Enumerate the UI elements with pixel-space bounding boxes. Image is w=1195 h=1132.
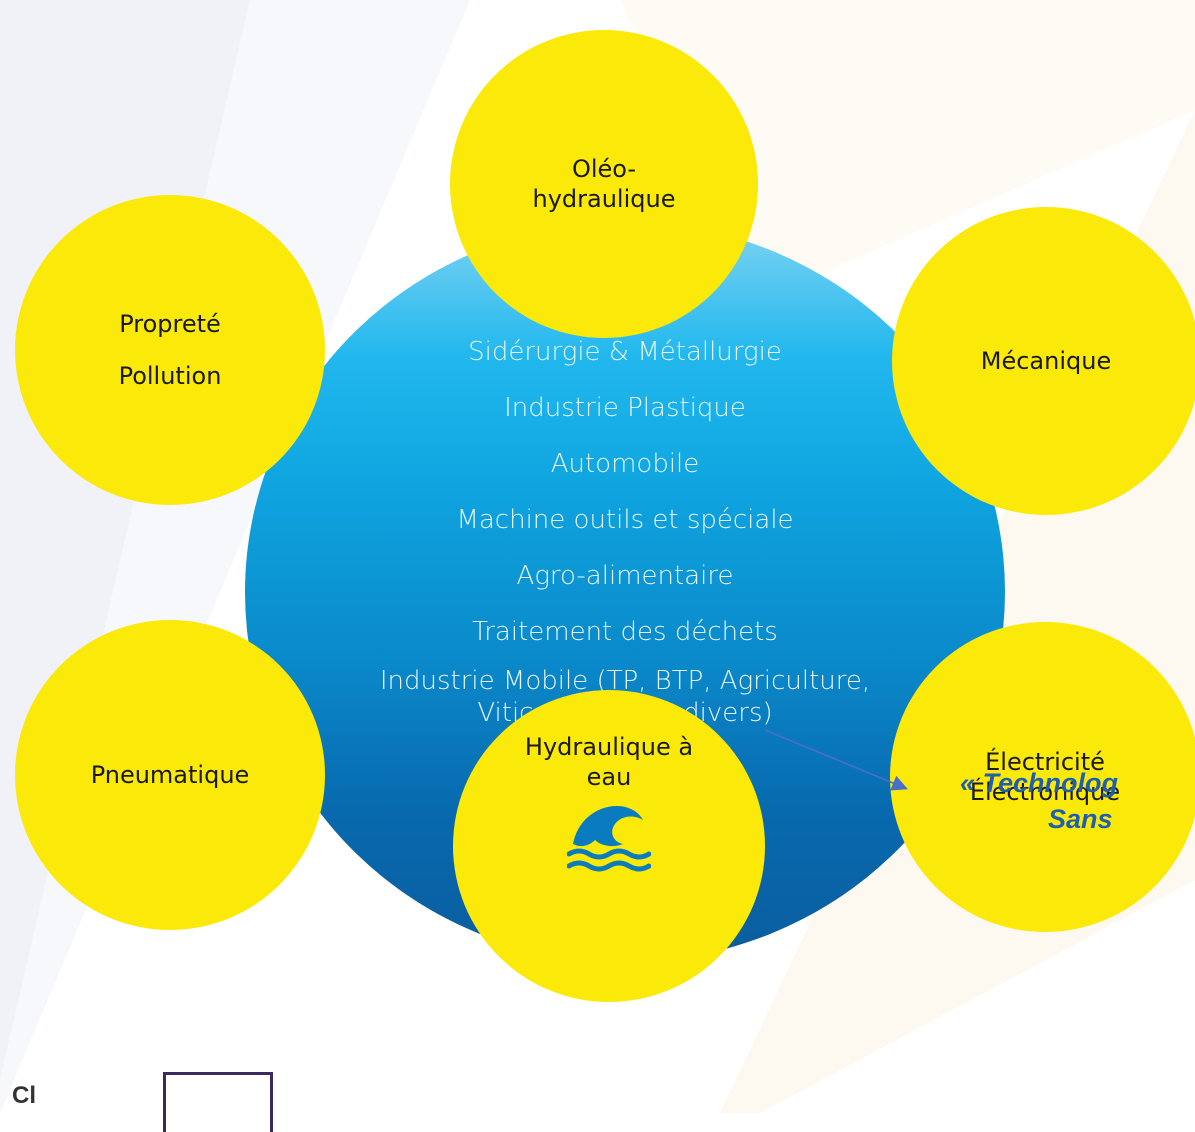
quote-text: « Technolog Sans: [960, 765, 1118, 837]
bubble-label: hydraulique: [532, 185, 676, 213]
bubble-label: Mécanique: [980, 347, 1112, 375]
bubble-proprete-pollution: Propreté Pollution: [15, 195, 325, 505]
bubble-label: Oléo-: [571, 155, 637, 183]
bubble-label: Électronique: [969, 778, 1121, 806]
industry-item: Automobile: [550, 449, 700, 479]
footer-label: Cl: [12, 1082, 36, 1109]
bubble-hydraulique-eau: Hydraulique à eau: [453, 690, 765, 1002]
bubble-label: Pneumatique: [90, 761, 250, 789]
wave-icon: [567, 806, 651, 872]
bubble-label: eau: [586, 763, 632, 791]
industry-item: Industrie Plastique: [504, 393, 746, 423]
industry-item: Machine outils et spéciale: [456, 505, 794, 535]
industries-list: Sidérurgie & Métallurgie Industrie Plast…: [345, 335, 905, 751]
logo-frame: [163, 1072, 273, 1132]
industry-item: Agro-alimentaire: [516, 561, 734, 591]
bubble-pneumatique: Pneumatique: [15, 620, 325, 930]
bubble-label: Hydraulique à: [524, 733, 694, 761]
bubble-label: Propreté: [119, 310, 221, 338]
bubble-label: Pollution: [118, 362, 222, 390]
bubble-oleo-hydraulique: Oléo- hydraulique: [450, 30, 758, 338]
bubble-mecanique: Mécanique: [892, 207, 1195, 515]
industry-item: Sidérurgie & Métallurgie: [468, 337, 782, 367]
industry-item: Traitement des déchets: [472, 617, 778, 647]
bubble-label: Électricité: [985, 748, 1105, 776]
quote-line-2: Sans: [1048, 804, 1113, 834]
quote-line-1: « Technolog: [960, 768, 1119, 798]
bubble-electricite-electronique: Électricité Électronique: [890, 622, 1195, 932]
